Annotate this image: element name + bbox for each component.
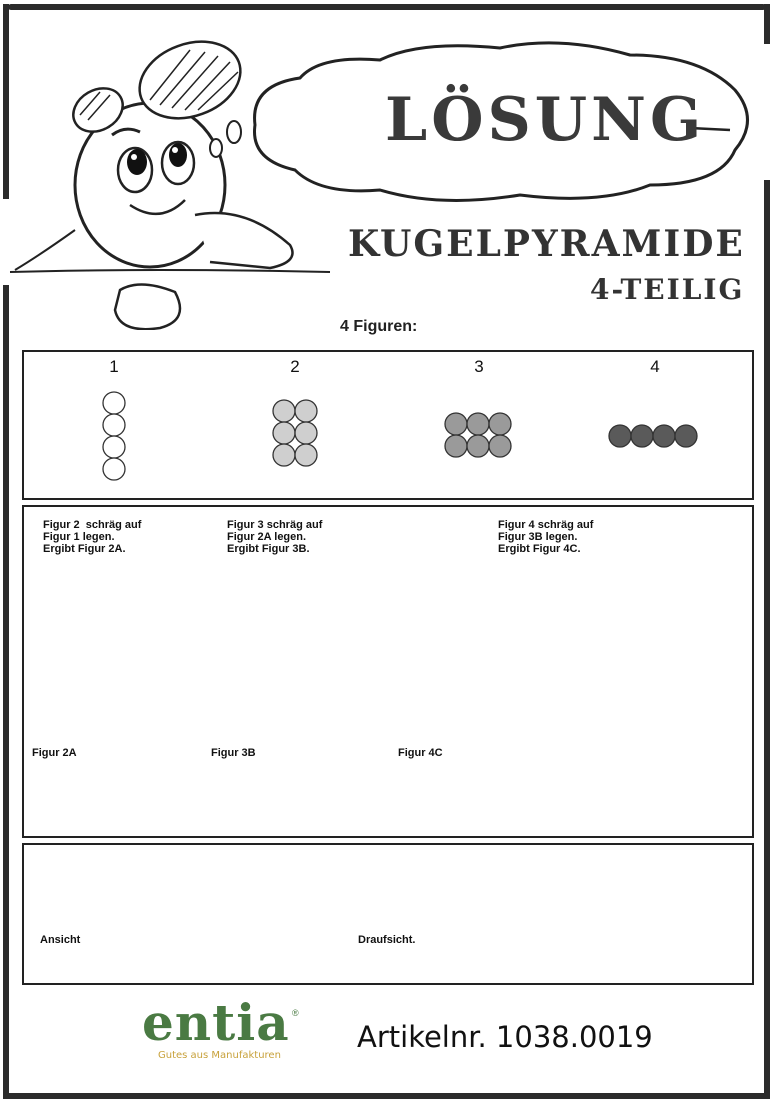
ball-figure-2 — [273, 444, 295, 466]
ball-figure-2 — [295, 422, 317, 444]
ball-figure-1 — [103, 414, 125, 436]
ball-figure-1 — [103, 392, 125, 414]
ball-figure-3 — [489, 435, 511, 457]
ball-figure-3 — [467, 413, 489, 435]
brand-tagline: Gutes aus Manufakturen — [158, 1050, 281, 1061]
ball-figure-1 — [103, 436, 125, 458]
ball-figure-2 — [295, 444, 317, 466]
front-view-label: Ansicht — [40, 934, 80, 946]
article-number: Artikelnr. 1038.0019 — [357, 1020, 653, 1054]
ball-figure-3 — [445, 413, 467, 435]
ball-figure-4 — [675, 425, 697, 447]
ball-figure-3 — [467, 435, 489, 457]
brand-name: entia — [142, 996, 302, 1050]
step-instruction-3: Figur 4 schräg auf Figur 3B legen. Ergib… — [498, 519, 593, 555]
ball-figure-3 — [489, 413, 511, 435]
step-instruction-1: Figur 2 schräg auf Figur 1 legen. Ergibt… — [43, 519, 141, 555]
result-label-4c: Figur 4C — [398, 747, 443, 759]
ball-figure-4 — [609, 425, 631, 447]
result-label-2a: Figur 2A — [32, 747, 77, 759]
ball-figure-2 — [273, 422, 295, 444]
brand-logo: entia ® Gutes aus Manufakturen — [142, 996, 302, 1066]
ball-figure-4 — [653, 425, 675, 447]
ball-figure-1 — [103, 458, 125, 480]
ball-figure-2 — [273, 400, 295, 422]
views-panel — [22, 843, 754, 985]
result-label-3b: Figur 3B — [211, 747, 256, 759]
ball-figure-4 — [631, 425, 653, 447]
step-instruction-2: Figur 3 schräg auf Figur 2A legen. Ergib… — [227, 519, 322, 555]
top-view-label: Draufsicht. — [358, 934, 415, 946]
ball-figure-2 — [295, 400, 317, 422]
brand-registered-mark: ® — [292, 1008, 299, 1018]
ball-figure-3 — [445, 435, 467, 457]
